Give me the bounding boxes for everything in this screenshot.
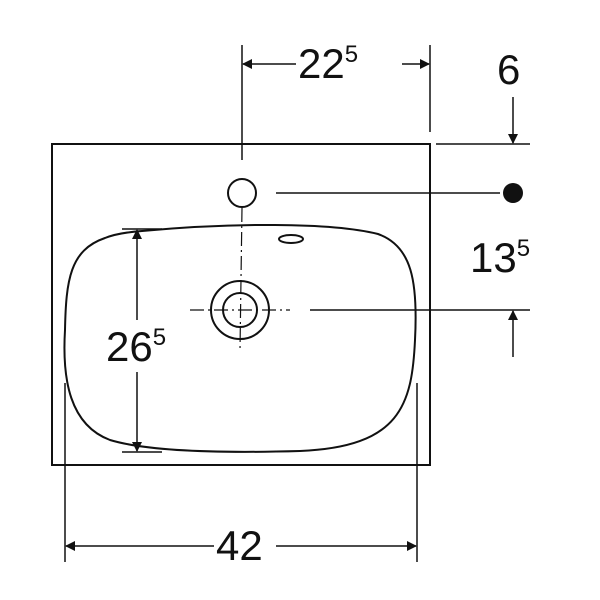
tap-hole-axis-dot	[503, 183, 523, 203]
dim-label-tap-hole-offset: 225	[298, 40, 358, 87]
bowl-outline	[63, 224, 417, 453]
dim-label-tap-hole-to-drain: 135	[470, 234, 530, 281]
tap-hole	[227, 178, 257, 208]
basin-body-outline	[51, 143, 431, 466]
vertical-centerline	[239, 207, 243, 351]
overflow-hole	[278, 234, 304, 244]
dim-label-overall-width: 42	[216, 522, 263, 569]
dim-label-rim-to-tap-hole: 6	[497, 46, 520, 93]
center-lines	[190, 207, 290, 351]
dim-label-bowl-depth: 265	[106, 323, 166, 370]
dimension-lines	[64, 45, 530, 562]
